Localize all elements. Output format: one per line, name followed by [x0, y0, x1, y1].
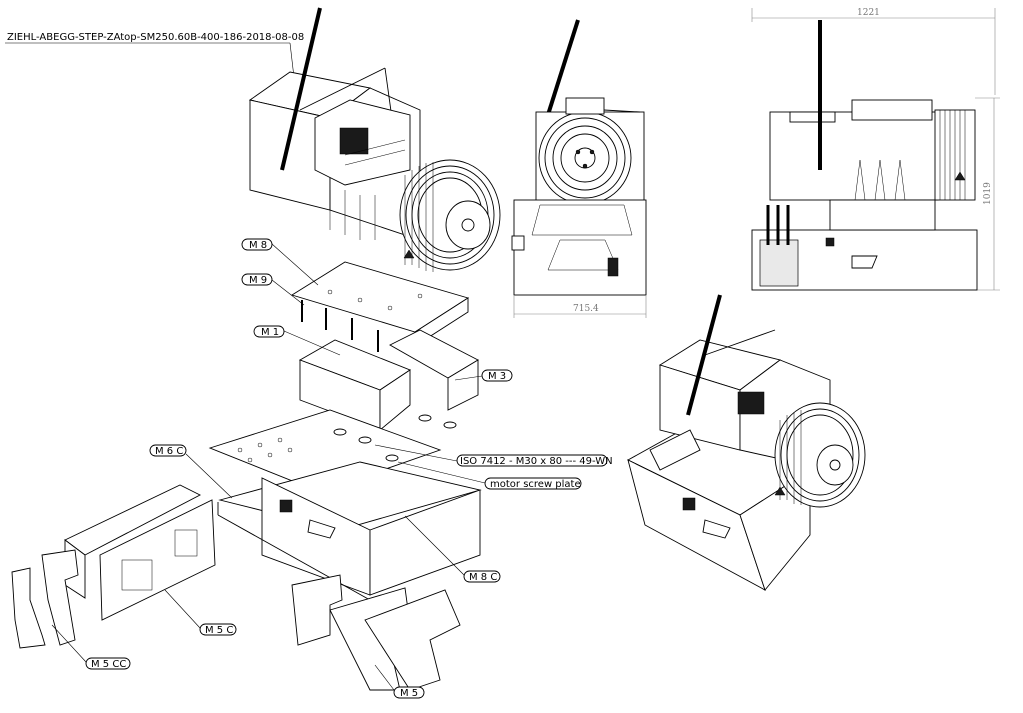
callout-m5c: M 5 C — [164, 589, 237, 636]
drawing-title: ZIEHL-ABEGG-STEP-ZAtop-SM250.60B-400-186… — [7, 32, 304, 43]
callout-m8c-text: M 8 C — [469, 572, 497, 583]
dimension-height-side: 1019 — [983, 182, 993, 205]
callout-m6c: M 6 C — [149, 444, 233, 499]
front-view: 715.4 — [511, 19, 647, 318]
callout-m5: M 5 — [374, 664, 425, 699]
callout-m5cc: M 5 CC — [51, 624, 131, 670]
callout-m9-text: M 9 — [249, 275, 267, 286]
callout-m5cc-text: M 5 CC — [91, 659, 126, 670]
callout-bolt: ISO 7412 - M30 x 80 --- 49-WN — [374, 444, 613, 467]
callout-m1-text: M 1 — [261, 327, 279, 338]
callout-m9: M 9 — [241, 273, 305, 306]
callout-m3: M 3 — [454, 369, 513, 382]
callout-m8c: M 8 C — [404, 515, 501, 583]
dimension-width-front: 715.4 — [573, 304, 599, 314]
exploded-assembly — [11, 261, 482, 691]
callout-m8-text: M 8 — [249, 240, 267, 251]
callout-m1: M 1 — [253, 325, 341, 356]
dimension-width-side: 1221 — [857, 8, 880, 18]
callout-m6c-text: M 6 C — [155, 446, 183, 457]
callout-m5c-text: M 5 C — [205, 625, 233, 636]
callout-m3-text: M 3 — [488, 371, 506, 382]
callout-m8: M 8 — [241, 238, 319, 286]
assembled-isometric-view — [627, 294, 866, 591]
callout-m5-text: M 5 — [400, 688, 418, 699]
callout-motor-plate: motor screw plate — [397, 461, 582, 490]
side-view: 1221 1019 — [751, 8, 1000, 291]
callout-bolt-text: ISO 7412 - M30 x 80 --- 49-WN — [460, 456, 613, 467]
motor-isometric-view — [248, 7, 501, 272]
callout-motor-plate-text: motor screw plate — [490, 479, 581, 490]
